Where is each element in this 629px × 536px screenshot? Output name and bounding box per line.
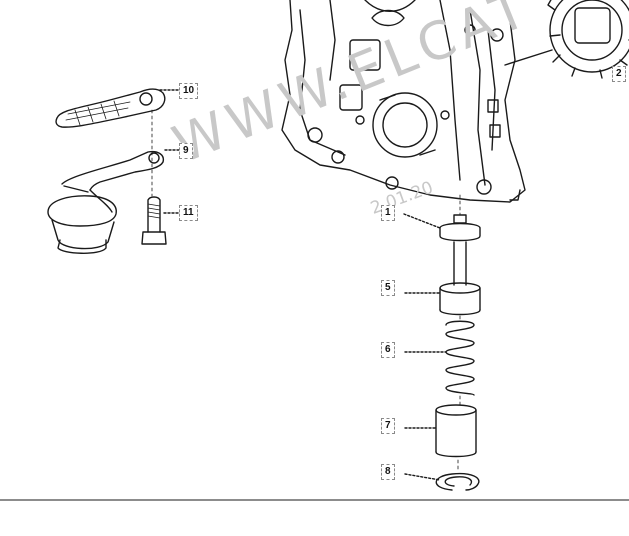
part-callout-2[interactable]: 2 [612,66,626,82]
circlip [404,459,480,491]
pump-housing [281,0,526,203]
pump-gear [504,0,629,79]
valve-plug [404,395,477,458]
valve-sleeve [404,282,481,316]
gasket [55,88,181,128]
part-callout-7[interactable]: 7 [381,418,395,434]
relief-valve-plunger [403,194,481,286]
part-callout-8[interactable]: 8 [381,464,395,480]
part-callout-10[interactable]: 10 [179,83,199,99]
part-callout-9[interactable]: 9 [179,143,193,159]
part-callout-6[interactable]: 6 [381,342,395,358]
part-callout-5[interactable]: 5 [381,280,395,296]
bolt [141,196,181,245]
part-callout-1[interactable]: 1 [381,205,395,221]
valve-spring [404,315,475,396]
part-callout-11[interactable]: 11 [179,205,198,221]
oil-pickup [47,149,181,254]
